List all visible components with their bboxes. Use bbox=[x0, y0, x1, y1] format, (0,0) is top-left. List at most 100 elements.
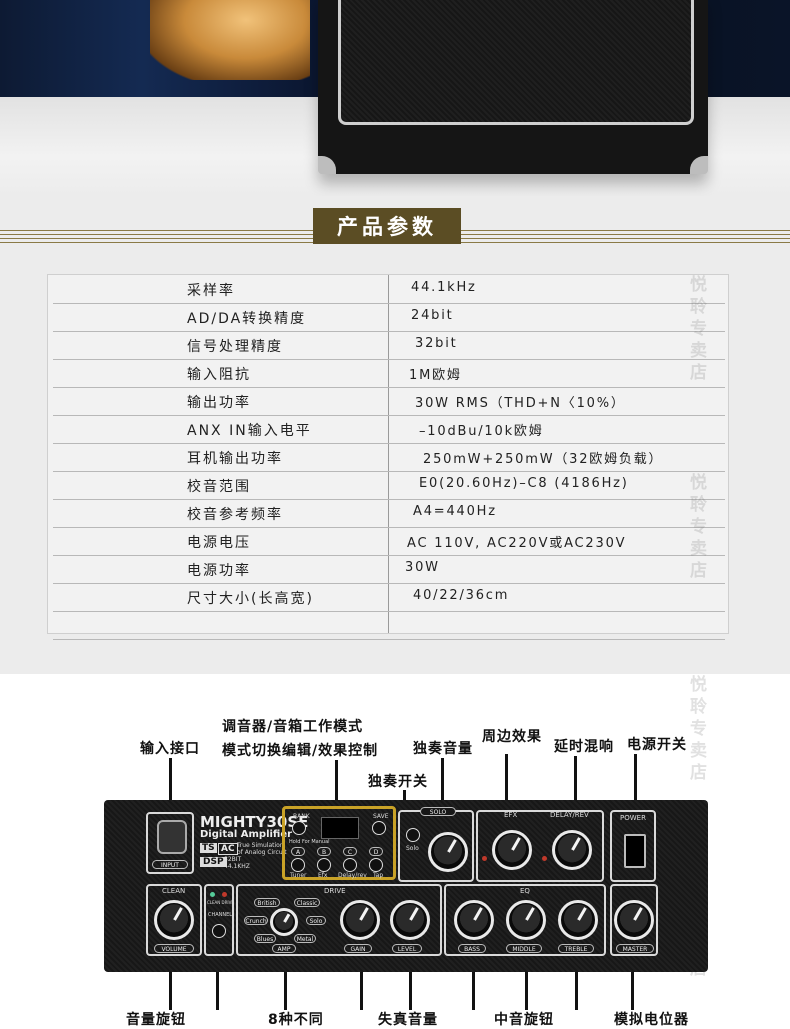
bank-button[interactable] bbox=[292, 821, 306, 835]
preset-b-button[interactable] bbox=[317, 858, 331, 872]
input-jack[interactable] bbox=[157, 820, 187, 854]
input-box: INPUT bbox=[146, 812, 194, 874]
watermark-text: 悦聆专卖店 bbox=[690, 674, 710, 784]
tuner-label: Tuner bbox=[290, 872, 307, 879]
solo-volume-knob[interactable] bbox=[428, 832, 468, 872]
callout-fx: 周边效果 bbox=[482, 729, 542, 745]
clean-led bbox=[210, 892, 215, 897]
efx-knob[interactable] bbox=[492, 830, 532, 870]
efx-delay-box: EFX DELAY/REV bbox=[476, 810, 604, 882]
callout-volume: 音量旋钮 bbox=[126, 1012, 186, 1028]
callout-drive-types: 8种不同 bbox=[268, 1012, 324, 1028]
section-title: 产品参数 bbox=[313, 208, 461, 244]
master-label: MASTER bbox=[616, 944, 654, 953]
spec-label: 校音参考频率 bbox=[187, 507, 283, 523]
leader-line bbox=[631, 956, 634, 1010]
spec-label: 采样率 bbox=[187, 283, 235, 299]
panel-section: 悦聆专卖店 悦聆专卖店 输入接口 调音器/音箱工作模式 模式切换编辑/效果控制 … bbox=[0, 674, 790, 1028]
leader-line bbox=[525, 956, 528, 1010]
column-divider bbox=[388, 275, 389, 633]
product-logo: MIGHTY30SE bbox=[200, 813, 309, 831]
spec-value: A4=440Hz bbox=[413, 504, 497, 519]
ts-badge: TS bbox=[200, 843, 217, 853]
amplifier-grill bbox=[338, 0, 694, 125]
hold-label: Hold For Manual bbox=[289, 839, 330, 845]
drive-box: DRIVE British Classic Crunch Solo Blues … bbox=[236, 884, 442, 956]
callout-input-jack: 输入接口 bbox=[140, 741, 200, 757]
spec-label: 尺寸大小(长高宽) bbox=[187, 591, 314, 607]
spec-value: 40/22/36cm bbox=[413, 588, 510, 603]
treble-knob[interactable] bbox=[558, 900, 598, 940]
power-label: POWER bbox=[620, 814, 646, 822]
spec-value: E0(20.60Hz)–C8 (4186Hz) bbox=[419, 476, 629, 491]
leader-line bbox=[575, 956, 578, 1010]
spec-label: AD/DA转换精度 bbox=[187, 311, 307, 327]
power-box: POWER bbox=[610, 810, 656, 882]
leader-line bbox=[574, 756, 577, 808]
spec-value: –10dBu/10k欧姆 bbox=[419, 424, 544, 439]
watermark-string: 悦聆专卖店 bbox=[690, 473, 707, 581]
product-hero-photo bbox=[0, 0, 790, 196]
callout-tuner-mode: 调音器/音箱工作模式 bbox=[222, 719, 364, 735]
amp-type-knob[interactable] bbox=[270, 908, 298, 936]
spec-label: 耳机输出功率 bbox=[187, 451, 283, 467]
efx-button-label: Efx bbox=[318, 872, 328, 879]
spec-row: 尺寸大小(长高宽) 40/22/36cm bbox=[53, 583, 725, 612]
preset-c-button[interactable] bbox=[343, 858, 357, 872]
preset-d-button[interactable] bbox=[369, 858, 383, 872]
clean-volume-knob[interactable] bbox=[154, 900, 194, 940]
level-knob[interactable] bbox=[390, 900, 430, 940]
power-switch[interactable] bbox=[624, 834, 646, 868]
solo-title: SOLO bbox=[420, 807, 456, 816]
save-button[interactable] bbox=[372, 821, 386, 835]
leader-line bbox=[335, 760, 338, 808]
spec-value: 24bit bbox=[411, 308, 454, 323]
leader-line bbox=[505, 754, 508, 808]
bass-knob[interactable] bbox=[454, 900, 494, 940]
delay-rev-title: DELAY/REV bbox=[550, 811, 589, 819]
solo-switch-label: Solo bbox=[406, 845, 419, 852]
master-knob[interactable] bbox=[614, 900, 654, 940]
blues-label: Blues bbox=[254, 934, 276, 943]
input-label: INPUT bbox=[152, 860, 188, 869]
spec-label: ANX IN输入电平 bbox=[187, 423, 312, 439]
guitar-image bbox=[150, 0, 310, 80]
callout-gain-level: 失真音量 bbox=[378, 1012, 438, 1028]
master-box: MASTER bbox=[610, 884, 658, 956]
leader-line bbox=[169, 956, 172, 1010]
leader-line bbox=[284, 956, 287, 1010]
tap-label: Tap bbox=[373, 872, 384, 879]
spec-row: 校音参考频率 A4=440Hz bbox=[53, 499, 725, 528]
spec-label: 校音范围 bbox=[187, 479, 251, 495]
treble-label: TREBLE bbox=[558, 944, 594, 953]
level-label: LEVEL bbox=[392, 944, 422, 953]
channel-button[interactable] bbox=[212, 924, 226, 938]
watermark-text: 悦聆专卖店 bbox=[690, 274, 710, 384]
callout-master: 模拟电位器 bbox=[614, 1012, 689, 1028]
preset-c-label: C bbox=[343, 847, 357, 856]
preset-a-button[interactable] bbox=[291, 858, 305, 872]
callout-mode-edit: 模式切换编辑/效果控制 bbox=[222, 743, 379, 759]
gain-knob[interactable] bbox=[340, 900, 380, 940]
delay-rev-knob[interactable] bbox=[552, 830, 592, 870]
solo-switch[interactable] bbox=[406, 828, 420, 842]
gain-label: GAIN bbox=[344, 944, 372, 953]
spec-label: 输出功率 bbox=[187, 395, 251, 411]
leader-line bbox=[409, 956, 412, 1010]
middle-knob[interactable] bbox=[506, 900, 546, 940]
amplifier-control-panel: INPUT MIGHTY30SE Digital Amplifier TS AC… bbox=[104, 800, 708, 972]
callout-middle: 中音旋钮 bbox=[494, 1012, 554, 1028]
dsp-badge: DSP bbox=[200, 857, 227, 867]
spec-row-empty bbox=[53, 611, 725, 640]
clean-drive-label: CLEAN DRIVE bbox=[207, 900, 234, 905]
middle-label: MIDDLE bbox=[506, 944, 542, 953]
spec-row: ANX IN输入电平 –10dBu/10k欧姆 bbox=[53, 415, 725, 444]
tsac-desc: True Simulation bbox=[237, 842, 284, 849]
watermark-string: 悦聆专卖店 bbox=[690, 275, 707, 383]
